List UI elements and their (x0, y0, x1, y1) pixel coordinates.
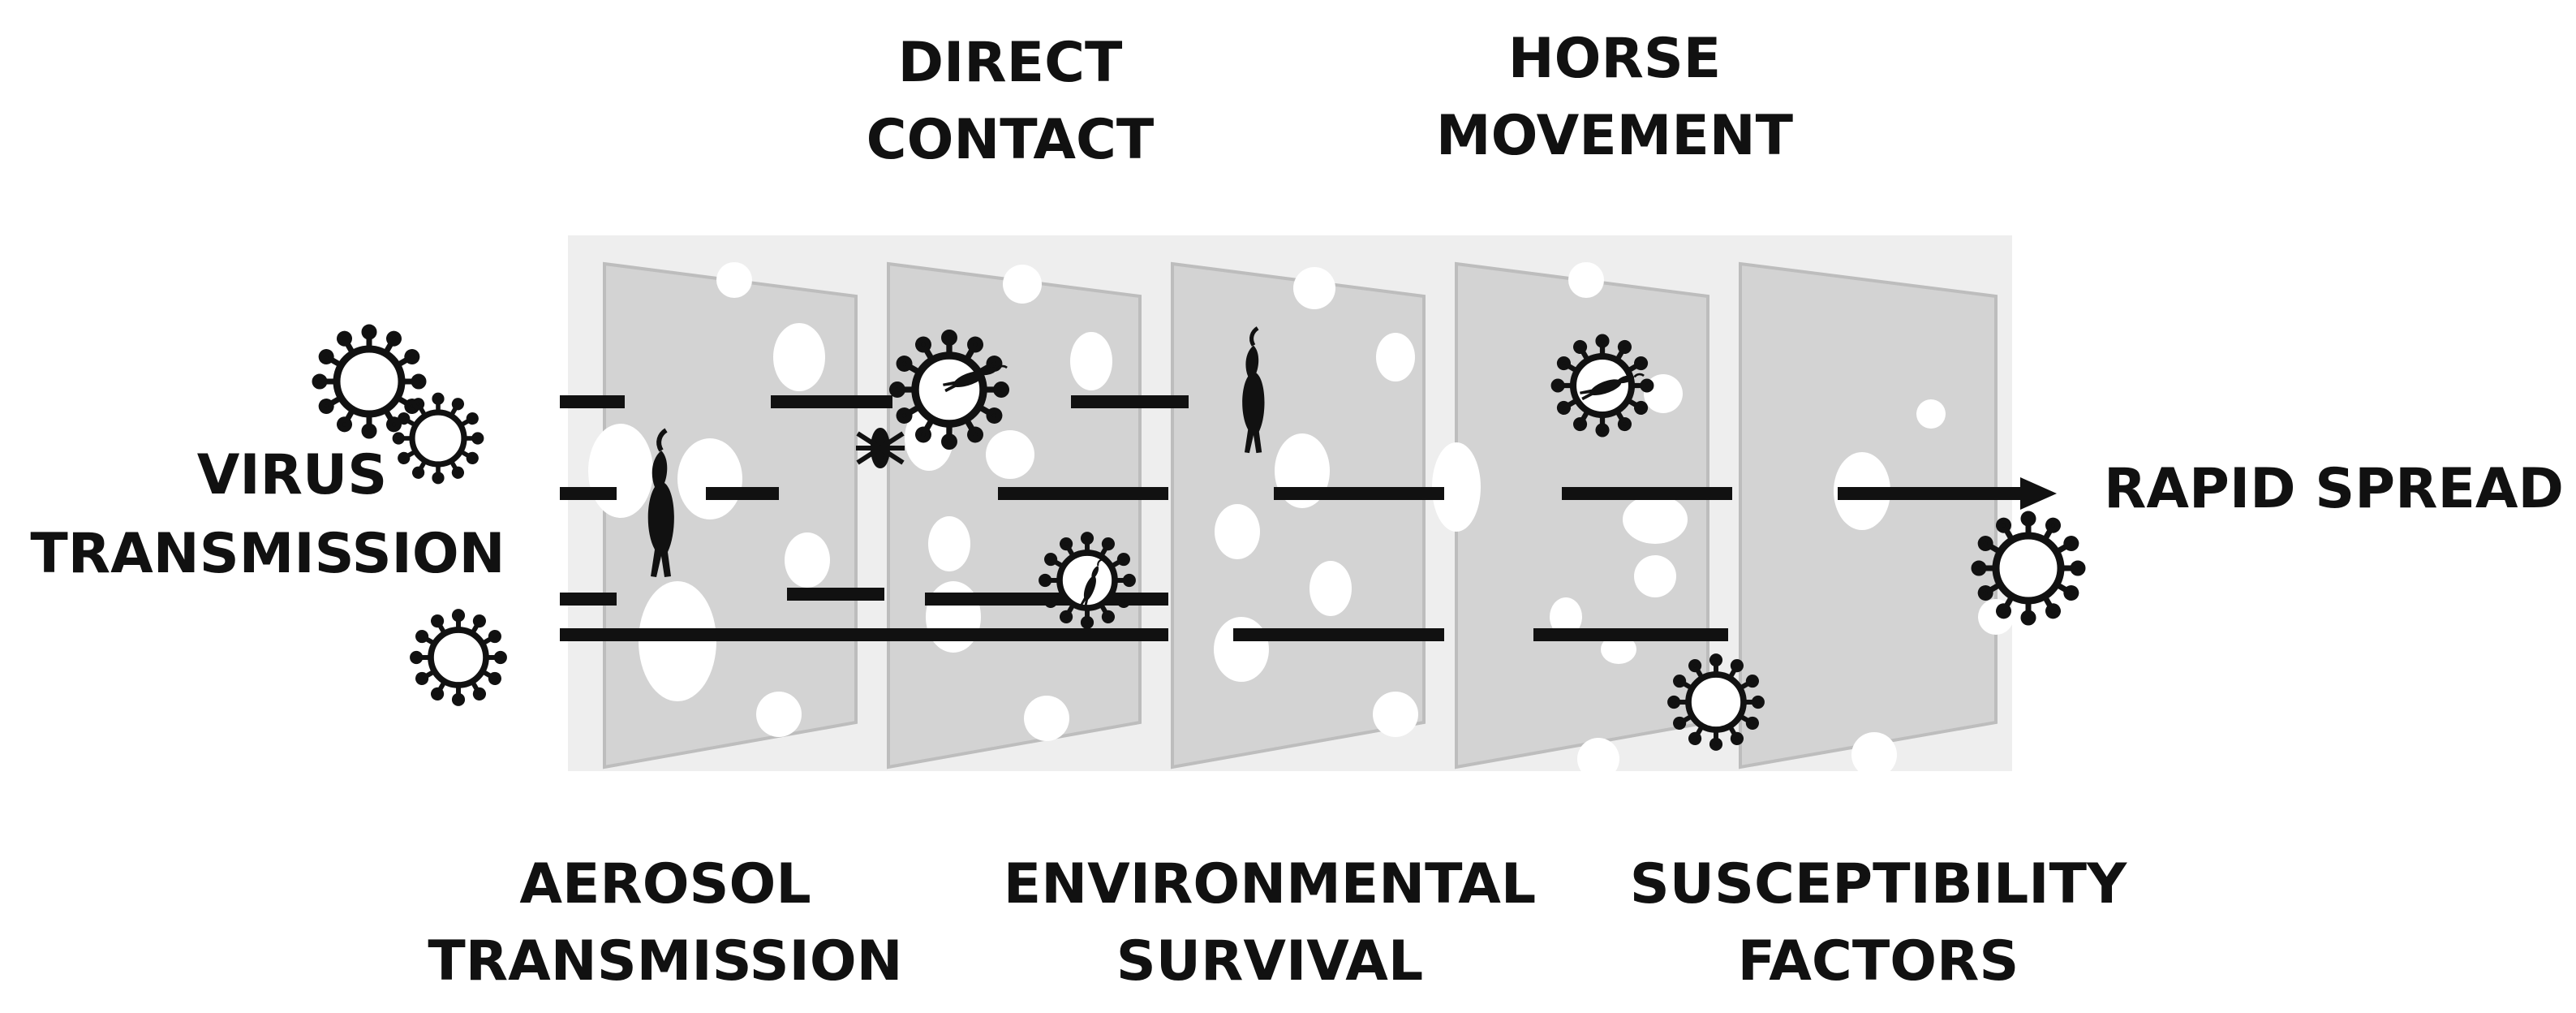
virus-icon (412, 611, 505, 704)
bottom-label-2-line1: ENVIRONMENTAL (1004, 852, 1536, 916)
bottom-label-1-line2: TRANSMISSION (428, 929, 902, 994)
layer-aerosol-transmission (588, 261, 858, 769)
top-label-2-line2: MOVEMENT (1436, 104, 1794, 168)
layer-horse-movement (1432, 261, 1709, 780)
top-label-1-line1: DIRECT (898, 31, 1123, 95)
input-label-line1: VIRUS (197, 443, 387, 507)
bottom-label-2-line2: SURVIVAL (1116, 929, 1423, 994)
top-label-1-line2: CONTACT (867, 108, 1155, 172)
bottom-label-3-line2: FACTORS (1738, 929, 2019, 994)
output-label: RAPID SPREAD (2104, 457, 2564, 521)
layer-susceptibility-factors (1739, 261, 2014, 778)
bottom-label-1-line1: AEROSOL (519, 852, 811, 916)
bottom-label-3-line1: SUSCEPTIBILITY (1630, 852, 2127, 916)
input-label-line2: TRANSMISSION (30, 522, 505, 586)
arrow-icon (1838, 477, 2057, 510)
layer-environmental-survival (1171, 261, 1426, 769)
top-label-2-line1: HORSE (1508, 27, 1722, 91)
mosquito-icon (856, 430, 905, 466)
